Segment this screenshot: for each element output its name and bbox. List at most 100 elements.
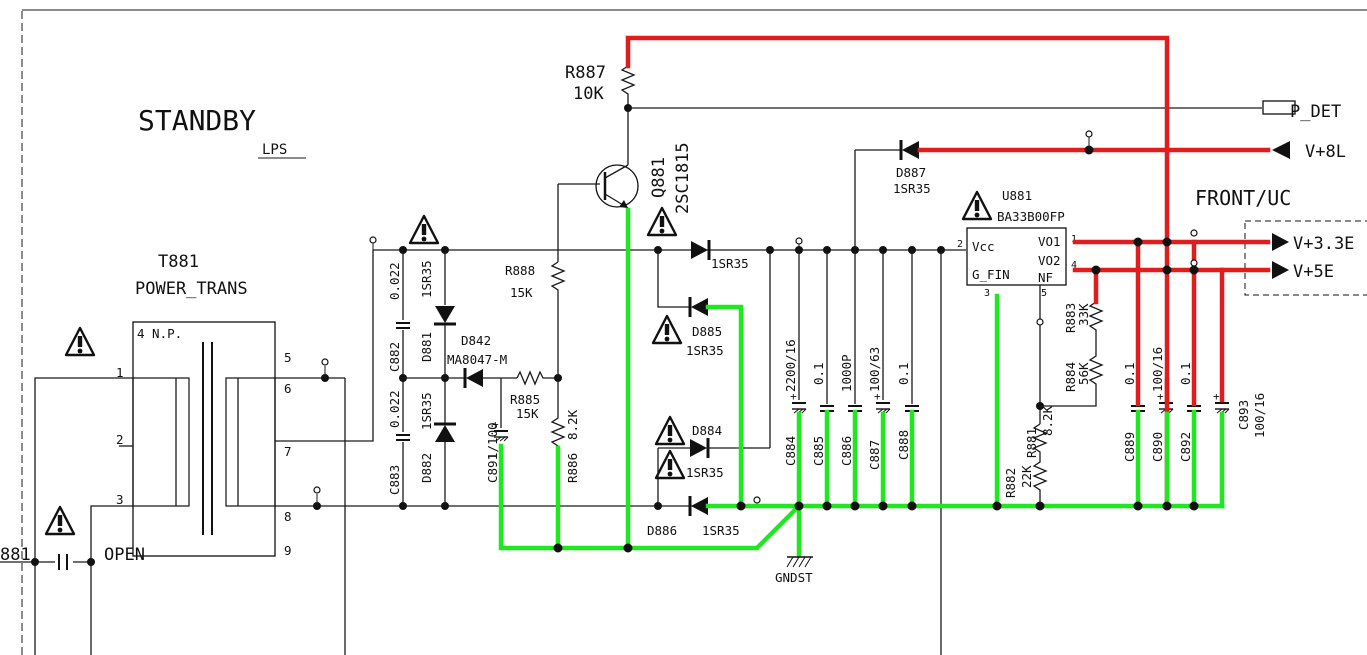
arrow-output-icon	[1272, 233, 1289, 251]
r884-value: 56K	[1076, 362, 1091, 385]
r888-ref: R888	[505, 263, 535, 278]
d886-ref: D886	[647, 523, 677, 538]
transformer-name: POWER_TRANS	[135, 279, 248, 299]
r887-value: 10K	[573, 84, 604, 104]
c891-ref: C891	[485, 453, 500, 483]
r883-value: 33K	[1076, 303, 1091, 326]
c882-value: 0.022	[387, 262, 402, 300]
u881-pin-vcc: Vcc	[972, 239, 995, 254]
d885-value: 1SR35	[686, 343, 724, 358]
d887-value: 1SR35	[893, 181, 931, 196]
d881-diode-icon	[432, 304, 458, 326]
r882-ref: R882	[1003, 468, 1018, 498]
switch-label: OPEN	[104, 545, 145, 565]
warning-triangle-icon	[646, 206, 678, 237]
r881-value: 8.2K	[1040, 405, 1055, 436]
u881-pin-vo2: VO2	[1038, 253, 1061, 268]
d883-diode-icon	[689, 238, 711, 262]
c884-ref: C884	[783, 436, 798, 466]
d842-ref: D842	[461, 333, 491, 348]
u881-ref: U881	[1002, 188, 1032, 203]
r886-value: 8.2K	[565, 409, 580, 440]
r886-ref: R886	[565, 453, 580, 483]
q881-transistor-icon	[595, 164, 639, 208]
q881-part: 2SC1815	[673, 142, 693, 214]
d881-ref: D881	[419, 332, 434, 362]
u881-pin-gfin: G_FIN	[972, 267, 1010, 282]
d842-value: MA8047-M	[447, 352, 507, 367]
warning-triangle-icon	[44, 505, 76, 536]
u881-part: BA33B00FP	[997, 209, 1065, 224]
c892-ref: C892	[1178, 432, 1193, 462]
c883-value: 0.022	[387, 390, 402, 428]
r882-value: 22K	[1019, 465, 1034, 488]
c886-ref: C886	[839, 436, 854, 466]
p-det-connector	[1262, 100, 1296, 115]
c889-ref: C889	[1122, 432, 1137, 462]
ground-label: GNDST	[775, 570, 813, 585]
c885-ref: C885	[811, 436, 826, 466]
warning-triangle-icon	[654, 449, 686, 480]
d886-diode-icon	[688, 494, 710, 518]
c893-value: 100/16	[1252, 393, 1267, 438]
output-p-det: P_DET	[1290, 102, 1341, 122]
q881-ref: Q881	[649, 157, 669, 198]
r883-ref: R883	[1063, 303, 1078, 333]
transformer-ref: T881	[158, 252, 199, 272]
d884-value: 1SR35	[686, 465, 724, 480]
transformer-pin-5: 5	[284, 350, 292, 365]
d882-value: 1SR35	[419, 392, 434, 430]
arrow-output-icon	[1272, 141, 1290, 159]
d887-ref: D887	[896, 165, 926, 180]
c890-value: 100/16	[1150, 347, 1165, 392]
u881-pin-vo1: VO1	[1038, 234, 1061, 249]
u881-pin-num-nf: 5	[1041, 288, 1047, 299]
transformer-pin-6: 6	[284, 381, 292, 396]
c889-value: 0.1	[1122, 362, 1137, 385]
d887-diode-icon	[899, 138, 921, 162]
c887-value: 100/63	[867, 347, 882, 392]
c886-value: 1000P	[839, 354, 854, 392]
d884-ref: D884	[692, 423, 722, 438]
u881-pin-num-vo1: 1	[1071, 234, 1077, 245]
d885-ref: D885	[692, 324, 722, 339]
sheet-subtitle: LPS	[262, 142, 287, 158]
d842-zener-icon	[463, 366, 485, 390]
transformer-pin-9: 9	[284, 543, 292, 558]
c891-value: 1/100	[485, 422, 500, 460]
u881-regulator-body	[966, 227, 1067, 286]
switch-ref: 881	[0, 545, 31, 565]
u881-pin-nf: NF	[1038, 270, 1053, 285]
c887-ref: C887	[867, 440, 882, 470]
r888-value: 15K	[510, 285, 533, 300]
front-section-label: FRONT/UC	[1195, 186, 1291, 210]
transformer-pin-7: 7	[284, 444, 292, 459]
ground-symbol-icon	[786, 556, 813, 568]
front-connector-box	[1244, 220, 1367, 296]
c888-value: 0.1	[896, 362, 911, 385]
d882-diode-icon	[432, 422, 458, 444]
output-v33e: V+3.3E	[1293, 234, 1354, 254]
c890-ref: C890	[1150, 432, 1165, 462]
r885-ref: R885	[510, 392, 540, 407]
output-v8l: V+8L	[1305, 142, 1346, 162]
c882-ref: C882	[387, 342, 402, 372]
d882-ref: D882	[419, 453, 434, 483]
warning-triangle-icon	[651, 314, 683, 345]
transformer-np-label: 4 N.P.	[137, 326, 182, 341]
transformer-pin-2: 2	[116, 432, 124, 447]
d884-diode-icon	[688, 436, 710, 460]
c884-value: 2200/16	[783, 339, 798, 392]
transformer-pin-8: 8	[284, 509, 292, 524]
d886-value: 1SR35	[702, 523, 740, 538]
arrow-output-icon	[1272, 261, 1289, 279]
c883-ref: C883	[387, 465, 402, 495]
warning-triangle-icon	[961, 190, 993, 221]
r881-ref: R881	[1024, 428, 1039, 458]
c893-ref: C893	[1236, 400, 1251, 430]
r887-ref: R887	[565, 63, 606, 83]
u881-pin-num-vo2: 4	[1071, 260, 1077, 271]
u881-pin-num-gfin: 3	[984, 288, 990, 299]
d885-diode-icon	[688, 295, 710, 319]
